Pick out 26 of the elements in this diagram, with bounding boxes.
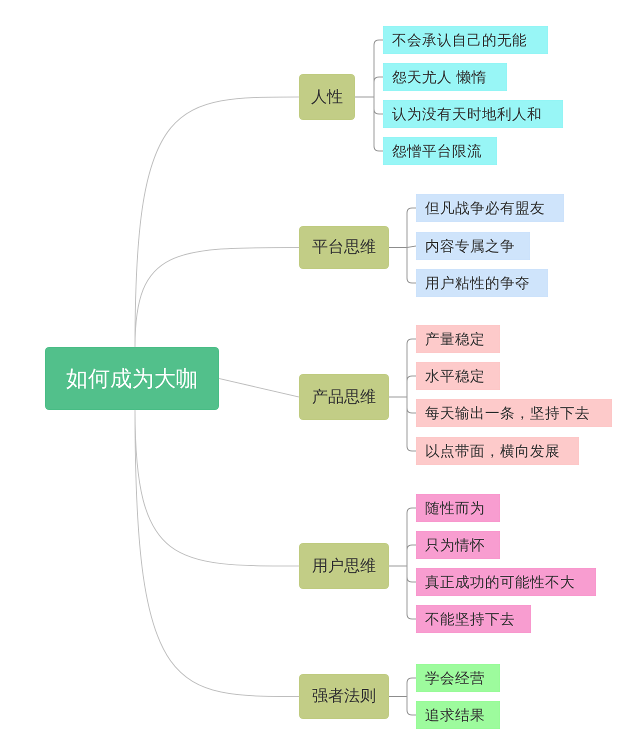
- topic-box: 人性: [299, 74, 355, 120]
- subtopic-box: 用户粘性的争夺: [416, 269, 548, 297]
- subtopic-box: 怨天尤人 懒惰: [383, 63, 507, 91]
- subtopic-box: 追求结果: [416, 701, 500, 729]
- subtopic-box: 认为没有天时地利人和: [383, 100, 563, 128]
- subtopic-box: 真正成功的可能性不大: [416, 568, 596, 596]
- subtopic-box: 不能坚持下去: [416, 605, 531, 633]
- subtopic-box: 内容专属之争: [416, 232, 530, 260]
- connector-line: [218, 378, 300, 398]
- subtopic-box: 随性而为: [416, 494, 500, 522]
- subtopic-box: 产量稳定: [416, 325, 500, 353]
- subtopic-box: 学会经营: [416, 664, 500, 692]
- subtopic-box: 只为情怀: [416, 531, 500, 559]
- connector-line: [134, 247, 300, 348]
- topic-box: 用户思维: [299, 543, 389, 589]
- connector-line: [388, 696, 416, 716]
- subtopic-box: 以点带面，横向发展: [416, 437, 579, 465]
- topic-box: 产品思维: [299, 374, 389, 420]
- topic-box: 平台思维: [299, 226, 389, 269]
- subtopic-box: 怨憎平台限流: [383, 137, 497, 165]
- root-topic-box: 如何成为大咖: [45, 347, 219, 410]
- subtopic-box: 不会承认自己的无能: [383, 26, 548, 54]
- topic-box: 强者法则: [299, 674, 389, 719]
- subtopic-box: 水平稳定: [416, 362, 500, 390]
- subtopic-box: 但凡战争必有盟友: [416, 194, 564, 222]
- subtopic-box: 每天输出一条，坚持下去: [416, 399, 612, 427]
